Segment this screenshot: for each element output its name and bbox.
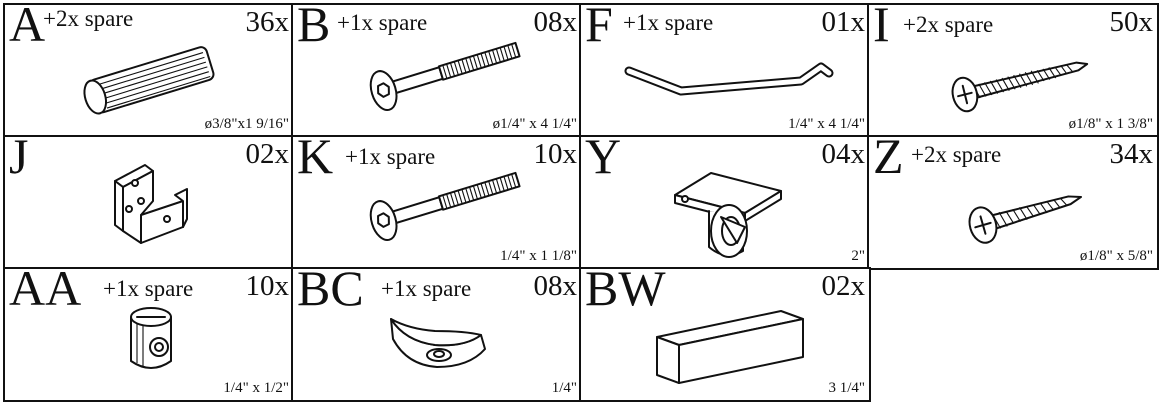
part-letter: I: [873, 3, 890, 52]
part-letter: AA: [9, 267, 82, 316]
part-quantity: 01x: [821, 6, 866, 38]
spare-count: +1x spare: [345, 144, 436, 169]
spare-count: +2x spare: [911, 142, 1002, 167]
part-dimension: ø1/8" x 1 3/8": [1068, 116, 1153, 132]
part-letter: Z: [873, 135, 904, 184]
part-cell-j: J 02x: [3, 135, 295, 270]
part-cell-i: I +2x spare 50x ø1/8" x 1 3/8": [867, 3, 1159, 138]
cam-lock-icon: [130, 307, 172, 369]
part-cell-bw: BW 02x 3 1/4": [579, 267, 871, 402]
part-cell-aa: AA +1x spare 10x 1/4" x 1/2": [3, 267, 295, 402]
caster-wheel-icon: [674, 172, 782, 258]
part-quantity: 02x: [821, 270, 866, 302]
part-cell-f: F +1x spare 01x 1/4" x 4 1/4": [579, 3, 871, 138]
hex-bolt-icon: [369, 41, 521, 111]
part-cell-a: A +2x spare 36x ø3/8"x1 9/16": [3, 3, 295, 138]
part-letter: A: [9, 3, 46, 52]
part-quantity: 10x: [533, 138, 578, 170]
dowel-icon: [83, 46, 215, 115]
part-quantity: 34x: [1109, 138, 1154, 170]
wood-block-icon: [656, 310, 804, 384]
part-dimension: ø1/4" x 4 1/4": [492, 116, 577, 132]
cam-cup-icon: [390, 318, 486, 368]
spare-count: +1x spare: [623, 10, 714, 35]
part-quantity: 50x: [1109, 6, 1154, 38]
part-cell-y: Y 04x 2": [579, 135, 871, 270]
part-cell-b: B +1x spare 08x ø1/4" x 4 1/4": [291, 3, 583, 138]
spare-count: +1x spare: [337, 10, 428, 35]
spare-count: +1x spare: [103, 276, 194, 301]
spare-count: +2x spare: [903, 12, 994, 37]
part-dimension: 1/4": [551, 380, 577, 396]
part-dimension: 1/4" x 1 1/8": [500, 248, 577, 264]
part-quantity: 10x: [245, 270, 290, 302]
part-letter: BW: [585, 267, 666, 316]
part-letter: B: [297, 3, 331, 52]
u-bracket-icon: [114, 164, 188, 244]
part-dimension: 1/4" x 4 1/4": [788, 116, 865, 132]
part-quantity: 36x: [245, 6, 290, 38]
part-letter: Y: [585, 135, 622, 184]
part-cell-bc: BC +1x spare 08x 1/4": [291, 267, 583, 402]
part-letter: K: [297, 135, 334, 184]
part-dimension: ø1/8" x 5/8": [1079, 248, 1153, 264]
wood-screw-icon: [951, 61, 1089, 113]
spare-count: +1x spare: [381, 276, 472, 301]
part-dimension: 3 1/4": [828, 380, 865, 396]
part-dimension: 1/4" x 1/2": [223, 380, 289, 396]
hex-bolt-icon: [369, 171, 521, 241]
wood-screw-icon: [968, 195, 1083, 244]
part-dimension: ø3/8"x1 9/16": [204, 116, 289, 132]
part-letter: F: [585, 3, 613, 52]
part-quantity: 08x: [533, 6, 578, 38]
allen-key-icon: [624, 62, 834, 96]
part-quantity: 04x: [821, 138, 866, 170]
part-cell-k: K +1x spare 10x 1/4" x 1 1/8": [291, 135, 583, 270]
part-quantity: 08x: [533, 270, 578, 302]
part-letter: BC: [297, 267, 364, 316]
hardware-parts-grid: A +2x spare 36x ø3/8"x1 9/16" B +1x spar…: [3, 3, 1159, 402]
part-quantity: 02x: [245, 138, 290, 170]
part-dimension: 2": [851, 248, 865, 264]
part-cell-z: Z +2x spare 34x ø1/8" x 5/8": [867, 135, 1159, 270]
part-letter: J: [9, 135, 29, 184]
spare-count: +2x spare: [43, 6, 134, 31]
